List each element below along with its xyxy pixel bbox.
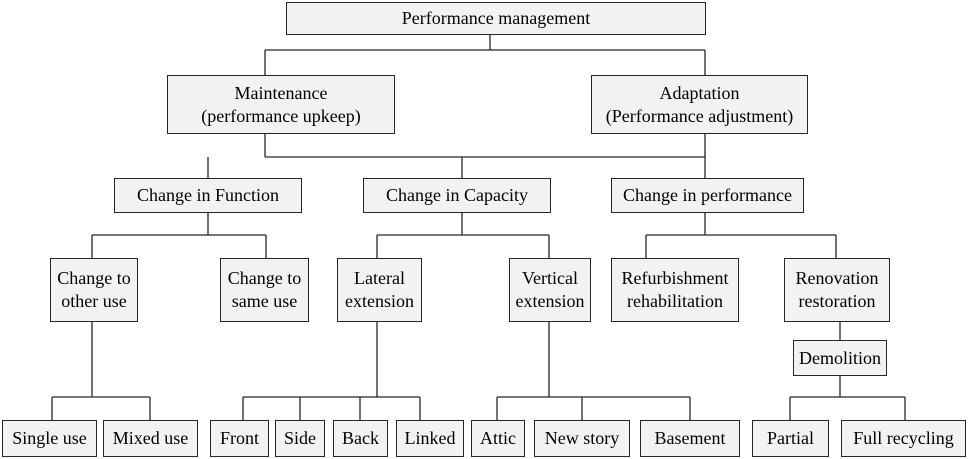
- node-maintenance: Maintenance (performance upkeep): [167, 75, 395, 134]
- connector-root: [264, 34, 706, 75]
- node-partial: Partial: [752, 420, 829, 457]
- connector-function: [91, 213, 267, 258]
- node-attic: Attic: [471, 420, 525, 457]
- node-lateral-extension: Lateral extension: [337, 258, 422, 322]
- node-back: Back: [333, 420, 388, 457]
- node-change-in-capacity: Change in Capacity: [363, 178, 551, 213]
- connector-capacity: [376, 213, 550, 258]
- connector-lateral: [242, 322, 421, 420]
- node-adaptation: Adaptation (Performance adjustment): [591, 75, 808, 134]
- node-performance-management: Performance management: [286, 2, 706, 35]
- node-renovation-restoration: Renovation restoration: [784, 258, 890, 322]
- node-side: Side: [275, 420, 325, 457]
- node-new-story: New story: [534, 420, 630, 457]
- connector-performance: [645, 213, 837, 258]
- node-mixed-use: Mixed use: [103, 420, 198, 457]
- connector-level2: [207, 134, 706, 178]
- node-full-recycling: Full recycling: [841, 420, 966, 457]
- node-demolition: Demolition: [793, 340, 887, 376]
- node-single-use: Single use: [2, 420, 97, 457]
- connector-vertical: [496, 322, 691, 420]
- node-front: Front: [210, 420, 269, 457]
- node-basement: Basement: [640, 420, 740, 457]
- node-vertical-extension: Vertical extension: [509, 258, 591, 322]
- node-change-in-function: Change in Function: [114, 178, 302, 213]
- connector-demolition: [789, 376, 906, 420]
- connector-other-use: [51, 322, 151, 420]
- node-change-in-performance: Change in performance: [611, 178, 804, 213]
- node-change-to-other-use: Change to other use: [50, 258, 138, 322]
- node-linked: Linked: [396, 420, 464, 457]
- node-refurbishment-rehabilitation: Refurbishment rehabilitation: [611, 258, 739, 322]
- node-change-to-same-use: Change to same use: [220, 258, 309, 322]
